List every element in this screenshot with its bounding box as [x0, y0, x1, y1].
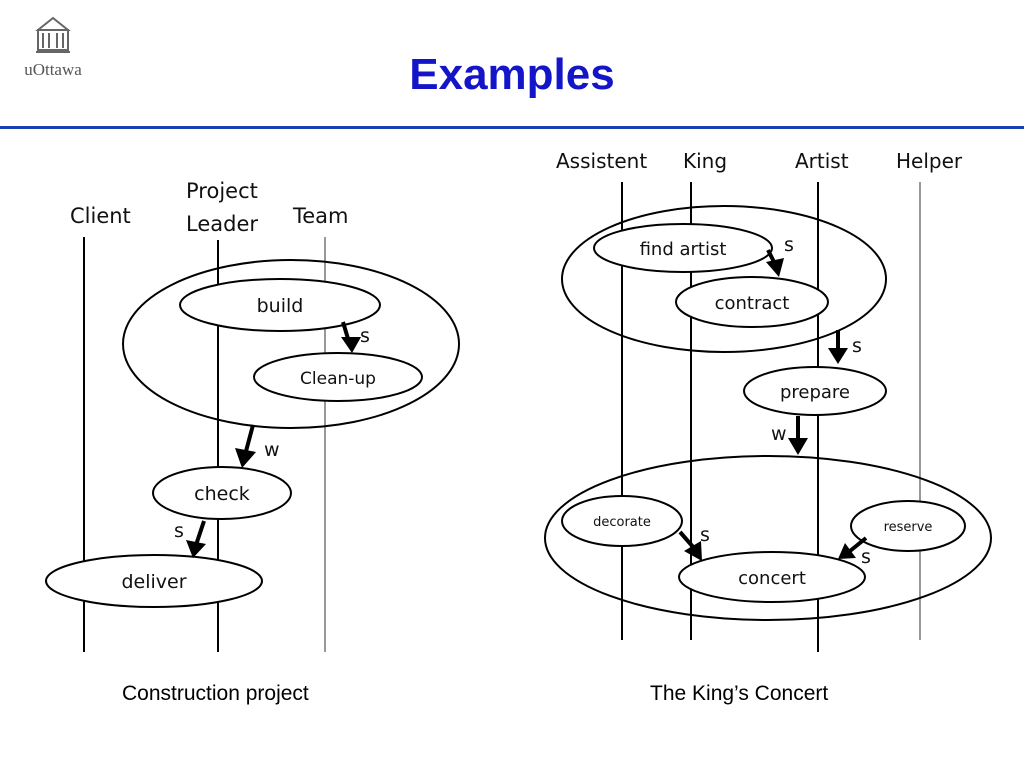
arrow-prepare-to-group — [788, 416, 808, 455]
activity-decorate-label: decorate — [593, 515, 651, 530]
caption-construction-project: Construction project — [122, 682, 309, 705]
arrow-contract-to-prepare — [828, 330, 848, 364]
arrow-find-artist-to-contract — [766, 249, 784, 277]
activity-find-artist — [593, 223, 773, 273]
uottawa-logo: uOttawa — [12, 8, 94, 82]
activity-find-artist-label: find artist — [640, 239, 727, 260]
group-ellipse-bottom — [544, 455, 992, 621]
relation-label-s1: s — [360, 325, 370, 347]
arrow-reserve-to-concert — [838, 536, 868, 559]
slide-title: Examples — [409, 50, 615, 99]
relation-label-s4-right: s — [861, 546, 871, 568]
arrow-cleanup-to-check — [235, 424, 256, 468]
activity-contract-label: contract — [715, 293, 790, 314]
lane-label-project: Project — [186, 179, 258, 203]
activity-cleanup-label: Clean-up — [300, 369, 376, 389]
arrow-check-to-deliver — [186, 520, 206, 558]
relation-label-s2: s — [174, 520, 184, 542]
activity-reserve — [850, 500, 966, 552]
relation-label-w1: w — [264, 439, 280, 461]
group-ellipse — [122, 259, 460, 429]
relation-label-s2-right: s — [852, 335, 862, 357]
activity-check-label: check — [194, 483, 250, 505]
lane-label-helper: Helper — [896, 149, 963, 173]
lane-label-client: Client — [70, 204, 131, 228]
title-divider — [0, 126, 1024, 129]
activity-deliver — [45, 554, 263, 608]
relation-label-s3-right: s — [700, 524, 710, 546]
activity-prepare-label: prepare — [780, 382, 850, 403]
group-ellipse-top — [561, 205, 887, 353]
activity-concert-label: concert — [738, 568, 806, 589]
relation-label-w1-right: w — [771, 423, 787, 445]
lane-label-king: King — [683, 149, 727, 173]
caption-kings-concert: The King’s Concert — [650, 682, 829, 705]
lane-label-team: Team — [292, 204, 349, 228]
activity-contract — [675, 276, 829, 328]
activity-check — [152, 466, 292, 520]
arrow-build-to-cleanup — [341, 321, 361, 353]
activity-build-label: build — [257, 295, 304, 317]
construction-diagram: Client Project Leader Team build Clean-u… — [45, 179, 460, 652]
activity-prepare — [743, 366, 887, 416]
building-icon — [35, 16, 71, 53]
activity-deliver-label: deliver — [121, 571, 186, 593]
activity-decorate — [561, 495, 683, 547]
activity-cleanup — [253, 352, 423, 402]
lane-label-artist: Artist — [795, 149, 849, 173]
activity-build — [179, 278, 381, 332]
kings-concert-diagram: Assistent King Artist Helper find artist… — [544, 149, 992, 652]
lane-label-assistent: Assistent — [556, 149, 647, 173]
arrow-decorate-to-concert — [678, 530, 702, 561]
lane-label-leader: Leader — [186, 212, 258, 236]
activity-concert — [678, 551, 866, 603]
logo-text: uOttawa — [24, 60, 82, 79]
activity-reserve-label: reserve — [884, 520, 933, 535]
relation-label-s1-right: s — [784, 234, 794, 256]
